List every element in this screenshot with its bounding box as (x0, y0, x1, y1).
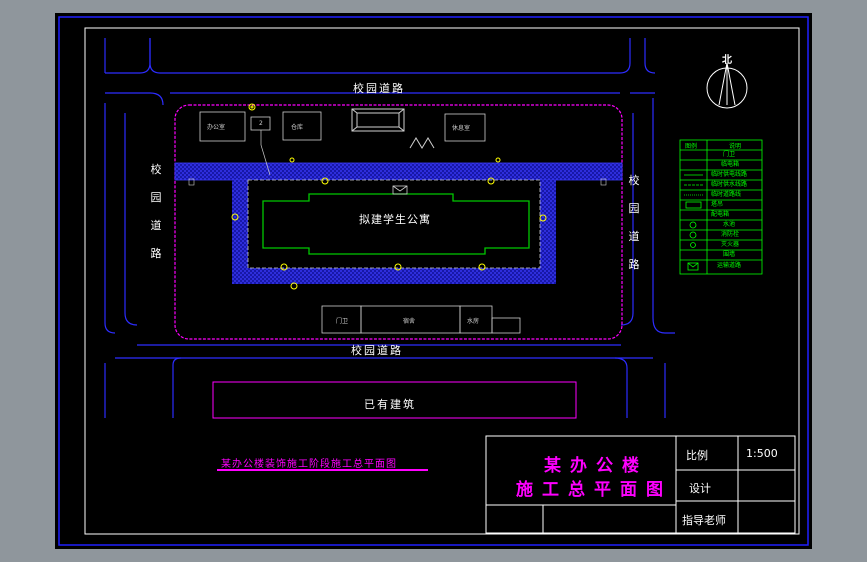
road-label-right: 校园道路 (628, 174, 640, 271)
gate-box (250, 116, 271, 131)
legend-header-desc: 说明 (729, 143, 742, 150)
temp-road-ring-bottom (232, 268, 556, 284)
drawing-canvas: 校园道路 校园道路 校园道路 校园道路 办公室 2 仓库 休息室 门卫 宿舍 水… (55, 13, 812, 549)
legend-row: 运输道路 (717, 262, 742, 269)
existing-building-label: 已有建筑 (364, 398, 416, 411)
legend-row: 灭火器 (721, 241, 740, 248)
legend-row: 临时供水线路 (711, 181, 748, 188)
drawing-caption: 某办公楼装饰施工阶段施工总平面图 (221, 459, 397, 470)
legend-row: 塔吊 (711, 201, 724, 208)
electric-box-symbol (392, 185, 408, 195)
road-lines (104, 38, 675, 418)
power-line (260, 130, 271, 176)
legend-row: 围墙 (723, 251, 736, 258)
north-label: 北 (722, 55, 732, 66)
label-guard-house: 门卫 (336, 318, 349, 325)
site-plan-svg (58, 16, 809, 546)
hydrant-symbols (231, 103, 547, 290)
legend-header-symbol: 图例 (685, 143, 698, 150)
warehouse-box (282, 111, 322, 141)
label-water-room: 水房 (467, 318, 480, 325)
design-label: 设计 (689, 482, 711, 495)
legend-row: 临时供电线路 (711, 171, 748, 178)
mixing-station (351, 108, 405, 132)
existing-building-outline (212, 381, 577, 419)
title-block-grid (485, 435, 796, 534)
legend-row: 水池 (723, 221, 736, 228)
stake-right (600, 178, 607, 186)
label-lounge: 休息室 (452, 125, 471, 132)
label-office: 办公室 (207, 124, 226, 131)
title-line-1: 某办公楼 (544, 456, 648, 476)
legend-rows: 门卫 临电箱 临时供电线路 临时供水线路 临时道路线 塔吊 配电箱 水池 消防栓… (709, 150, 762, 272)
building-zone (247, 179, 541, 269)
north-arrow-icon (706, 62, 748, 109)
road-label-top: 校园道路 (353, 82, 405, 95)
legend-table (679, 139, 763, 275)
main-building-label: 拟建学生公寓 (359, 213, 431, 226)
label-warehouse: 仓库 (291, 124, 304, 131)
office-box (199, 111, 246, 142)
label-gate-box: 2 (259, 120, 263, 127)
legend-row: 临时道路线 (711, 191, 742, 198)
legend-row: 配电箱 (711, 211, 730, 218)
advisor-label: 指导老师 (682, 514, 726, 527)
site-fence (174, 104, 623, 340)
road-label-bottom: 校园道路 (351, 344, 403, 357)
legend-row: 门卫 (723, 151, 736, 158)
outer-frame (58, 16, 809, 546)
stake-left (188, 178, 195, 186)
temp-road-ring-left (232, 180, 248, 283)
inner-frame (84, 27, 800, 535)
tool-box (491, 317, 521, 334)
tower-crane-symbol (409, 137, 435, 149)
lounge-box (444, 113, 486, 142)
scale-label: 比例 (686, 449, 708, 462)
label-dormitory: 宿舍 (403, 318, 416, 325)
main-building-outline (262, 193, 530, 255)
scale-value: 1:500 (746, 447, 778, 460)
title-line-2: 施工总平面图 (516, 480, 672, 500)
temp-road-horizontal (174, 162, 623, 181)
legend-row: 临电箱 (721, 161, 740, 168)
legend-row: 消防栓 (721, 231, 740, 238)
temp-road-ring-right (540, 180, 556, 283)
road-label-left: 校园道路 (150, 163, 162, 260)
